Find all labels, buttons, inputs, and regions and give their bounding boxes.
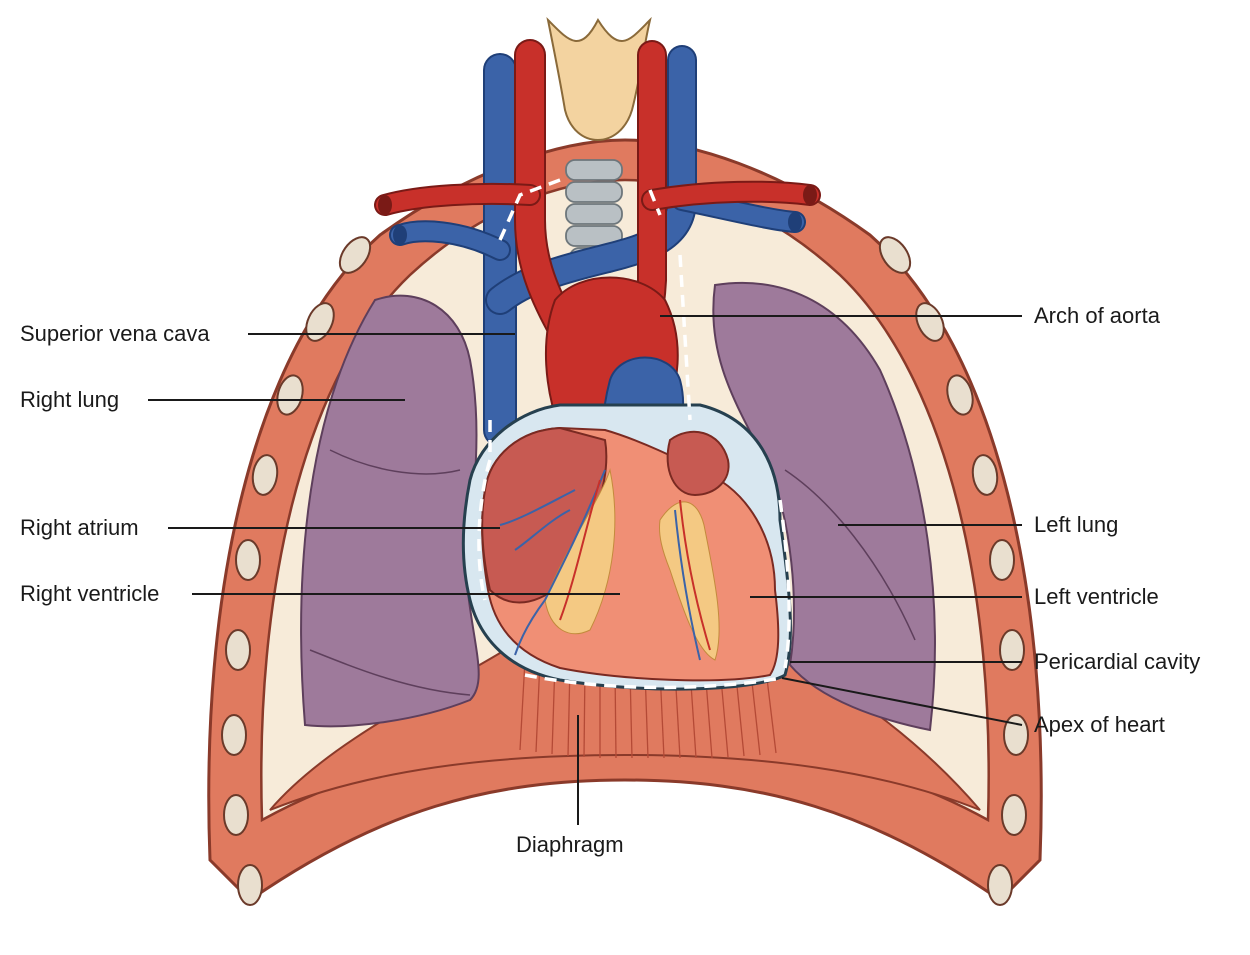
vessel-openings [378, 185, 817, 245]
label-arch-of-aorta: Arch of aorta [1034, 303, 1160, 328]
thyroid-cartilage [546, 16, 652, 141]
label-superior-vena-cava: Superior vena cava [20, 321, 210, 346]
great-veins [389, 45, 806, 447]
leader-apex-of-heart [781, 677, 1023, 726]
left-atrium-shape [666, 430, 730, 497]
pericardial-dash [477, 178, 791, 690]
label-apex-of-heart: Apex of heart [1034, 712, 1165, 737]
label-diaphragm: Diaphragm [516, 832, 624, 857]
label-left-lung: Left lung [1034, 512, 1119, 537]
right-lung-shape [300, 294, 480, 728]
coronary-vessels [499, 469, 711, 661]
label-right-atrium: Right atrium [20, 515, 139, 540]
label-pericardial-cavity: Pericardial cavity [1034, 649, 1201, 674]
left-lung-fissure [784, 469, 916, 641]
right-lung-fissure [329, 449, 461, 475]
label-right-lung: Right lung [20, 387, 120, 412]
leader-lines [148, 315, 1023, 825]
right-lung-fissure-lower [309, 649, 471, 696]
label-right-ventricle: Right ventricle [20, 581, 160, 606]
rib-sections [221, 236, 1029, 906]
label-left-ventricle: Left ventricle [1034, 584, 1159, 609]
